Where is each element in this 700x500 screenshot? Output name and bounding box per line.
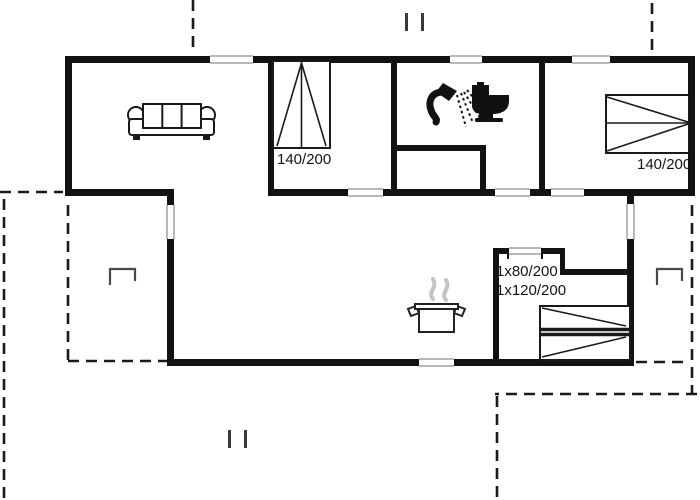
bunk-bottom-size-label: 1x120/200 <box>496 282 567 299</box>
bunk-diagonal-bottom <box>541 336 627 358</box>
bed1-diagonal <box>300 62 327 147</box>
wall-top <box>65 56 695 63</box>
wall-living-bedroom1 <box>268 56 274 196</box>
bunk-top-size-label: 1x80/200 <box>496 263 558 280</box>
wall-bedroom1-bathroom <box>391 56 397 196</box>
terrace-bracket-icon <box>655 267 684 285</box>
toilet-button <box>477 82 484 86</box>
wall-bathroom-bottom <box>391 145 486 151</box>
bed2-diagonal <box>606 96 689 123</box>
wall-left-upper <box>65 56 72 196</box>
door-terrace-east <box>626 204 635 239</box>
window-bathroom-top <box>450 55 482 64</box>
door-terrace-west <box>166 205 175 239</box>
wall-bedroom3-step-v <box>560 248 565 274</box>
steam-lines <box>429 277 450 302</box>
wall-bedroom3-step-h <box>560 269 634 275</box>
steam-line <box>442 278 450 302</box>
wall-bottom <box>167 359 634 366</box>
terrace-brackets <box>108 267 684 285</box>
wall-bathroom-side <box>480 145 486 196</box>
section-marker-icon <box>244 430 247 448</box>
bunk-bed-icon <box>539 305 631 361</box>
sofa-icon <box>127 103 216 140</box>
wall-right-lower <box>627 196 634 366</box>
wall-left-lower <box>167 196 174 366</box>
door-bedroom3 <box>509 247 541 255</box>
toilet-icon <box>472 82 509 122</box>
terrace-bracket-icon <box>108 267 137 285</box>
door-jamb-bedroom3-right <box>541 254 543 259</box>
bed1-size-label: 140/200 <box>277 151 332 168</box>
double-bed-horizontal-icon <box>605 94 690 154</box>
section-marker-icon <box>421 13 424 31</box>
shower-hose <box>426 88 447 126</box>
bed2-diagonal <box>606 123 689 152</box>
wall-mid-left-segment <box>65 189 174 196</box>
door-bedroom1 <box>348 188 383 197</box>
toilet-stem <box>479 113 493 119</box>
wall-bedroom3-left <box>493 248 499 366</box>
toilet-tank <box>472 85 489 98</box>
section-marker-icon <box>228 430 231 448</box>
section-markers <box>228 13 424 448</box>
bunk-diagonal-top <box>541 307 627 327</box>
sofa-foot <box>133 134 140 140</box>
pot-body <box>418 308 455 333</box>
bed2-size-label: 140/200 <box>637 156 692 173</box>
door-jamb-bedroom3-left <box>507 254 509 259</box>
door-bedroom2 <box>551 188 584 197</box>
cooking-pot-icon <box>406 277 467 333</box>
sofa-cushions <box>142 103 202 129</box>
window-bedroom2-top <box>572 55 610 64</box>
sofa-foot <box>203 134 210 140</box>
window-kitchen-bottom <box>419 358 454 367</box>
door-bathroom <box>495 188 530 197</box>
section-marker-icon <box>405 13 408 31</box>
bed1-diagonal <box>276 62 303 147</box>
wall-right-upper <box>688 56 695 196</box>
wall-bathroom-bedroom2 <box>539 56 545 196</box>
spray-line <box>456 94 467 128</box>
pot-body-group <box>406 303 467 333</box>
double-bed-vertical-icon <box>272 60 331 149</box>
bed2-outline <box>605 94 690 154</box>
toilet-base <box>475 118 503 122</box>
steam-line <box>429 277 437 301</box>
toilet-bowl <box>472 95 509 114</box>
window-living-top <box>210 55 253 64</box>
